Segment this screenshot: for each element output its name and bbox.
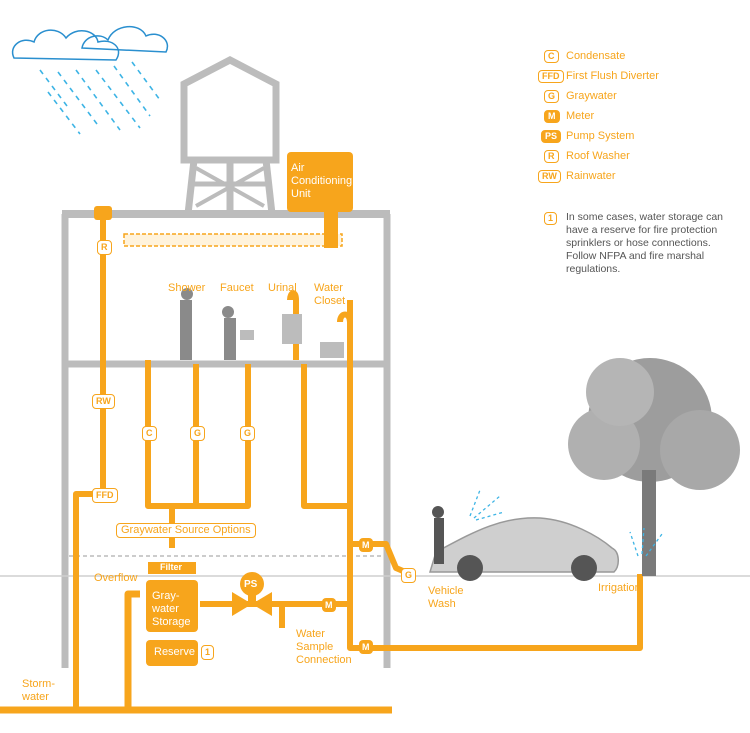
urinal-icon xyxy=(282,314,302,344)
rain-icon xyxy=(39,61,161,135)
legend-key: G xyxy=(544,90,560,103)
legend-label: Roof Washer xyxy=(566,150,630,162)
ac-unit-label: Air Conditioning Unit xyxy=(291,162,353,200)
roof-washer-box xyxy=(94,206,112,220)
reserve-note-marker: 1 xyxy=(201,645,215,660)
reserve-tank xyxy=(146,640,198,666)
legend-label: Condensate xyxy=(566,50,626,62)
faucet-label: Faucet xyxy=(220,282,254,294)
ffd-tag: FFD xyxy=(92,488,118,503)
legend-label: Rainwater xyxy=(566,170,616,182)
legend-label: Meter xyxy=(566,110,595,122)
legend-key: M xyxy=(544,110,560,123)
filter-box xyxy=(148,562,196,574)
irrigation-label: Irrigation xyxy=(598,582,641,594)
reserve-label: Reserve xyxy=(154,646,195,658)
tree-icon xyxy=(568,358,740,576)
pump-valve-icon xyxy=(232,572,272,616)
graywater-source-label: Graywater Source Options xyxy=(116,523,256,538)
storage-label: Gray-water Storage xyxy=(152,590,191,628)
graywater-tag-2: G xyxy=(240,426,256,441)
storage-tank xyxy=(146,580,198,632)
cloud-icon xyxy=(11,26,169,61)
ac-unit-box xyxy=(287,152,353,212)
legend-label: First Flush Diverter xyxy=(566,70,659,82)
condensate-tag: C xyxy=(142,426,157,441)
legend-key: R xyxy=(544,150,559,163)
water-sample-label: Water Sample Connection xyxy=(296,628,352,666)
note-marker: 1 xyxy=(544,212,558,225)
water-closet-label: Water Closet xyxy=(314,282,346,307)
legend-key: C xyxy=(544,50,559,63)
legend-key: PS xyxy=(541,130,562,143)
pump-label: PS xyxy=(244,579,258,590)
meter-tag-1: M xyxy=(359,538,373,552)
graywater-wash-tag: G xyxy=(401,568,417,583)
legend-key: RW xyxy=(538,170,561,183)
shower-label: Shower xyxy=(168,282,206,294)
graywater-tag-1: G xyxy=(190,426,206,441)
wash-person-icon xyxy=(432,506,444,564)
ac-unit-stand xyxy=(324,212,338,248)
legend-label: Graywater xyxy=(566,90,617,102)
car-icon xyxy=(428,517,619,581)
legend-key: FFD xyxy=(538,70,564,83)
building-outline xyxy=(61,210,391,668)
urinal-label: Urinal xyxy=(268,282,297,294)
stormwater-label: Storm-water xyxy=(22,678,55,703)
ac-duct xyxy=(123,233,343,247)
faucet-person-icon xyxy=(222,306,254,360)
overflow-label: Overflow xyxy=(94,572,138,584)
vehicle-wash-label: Vehicle Wash xyxy=(428,585,464,610)
roof-washer-tag: R xyxy=(97,240,112,255)
filter-label: Filter xyxy=(160,562,183,572)
rainwater-tag: RW xyxy=(92,394,115,409)
meter-tag-3: M xyxy=(359,640,373,654)
water-tower-icon xyxy=(180,56,280,215)
fire-reserve-note: In some cases, water storage can have a … xyxy=(566,211,723,275)
shower-person-icon xyxy=(180,288,193,360)
spray-icon xyxy=(469,489,663,557)
legend-label: Pump System xyxy=(566,130,635,142)
meter-tag-2: M xyxy=(322,598,336,612)
toilet-icon xyxy=(320,342,344,358)
